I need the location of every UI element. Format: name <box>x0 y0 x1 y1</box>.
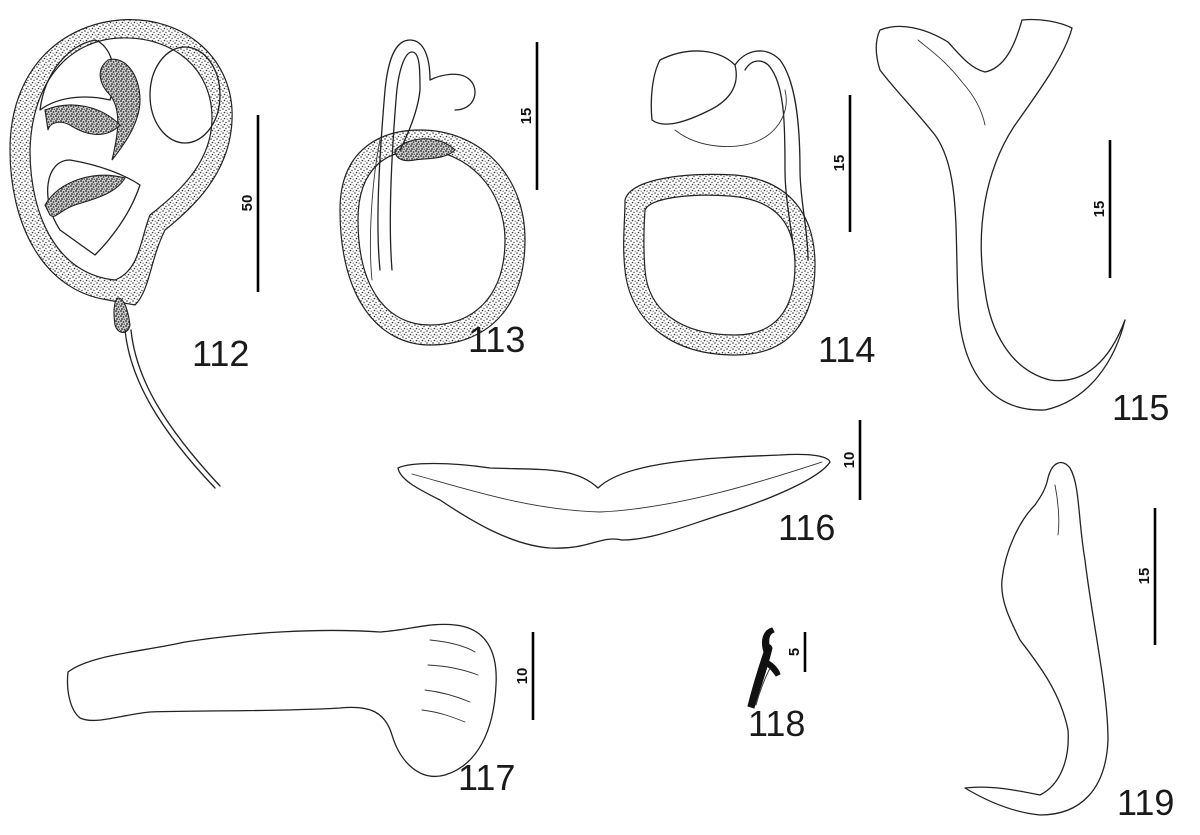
figure-116: 10 116 <box>397 420 862 549</box>
figure-114: 15 114 <box>623 50 875 370</box>
fig117-number: 117 <box>458 757 515 798</box>
fig113-accessory <box>394 138 456 162</box>
fig117-scale-label: 10 <box>514 668 531 685</box>
fig118-hooklet-shank <box>747 644 773 709</box>
fig112-chamber-b <box>47 159 141 256</box>
figure-119: 15 119 <box>964 461 1174 823</box>
fig118-scale-label: 5 <box>786 648 803 656</box>
figure-117: 10 117 <box>66 623 535 798</box>
fig114-tube-outer <box>734 50 809 261</box>
figure-113: 15 113 <box>339 39 539 360</box>
fig116-bar-inner-line <box>411 461 823 513</box>
fig118-hooklet-heel <box>763 659 781 677</box>
fig118-number: 118 <box>748 703 805 744</box>
fig113-tube-outer <box>377 39 476 271</box>
fig112-chamber-a <box>39 39 115 111</box>
fig117-stria-2 <box>427 664 479 676</box>
fig119-anchor-outline <box>964 461 1109 816</box>
fig118-hooklet-filament <box>755 667 771 706</box>
fig114-scale-label: 15 <box>831 155 848 172</box>
fig112-outer-shell <box>9 19 233 306</box>
fig117-bar-outline <box>66 623 497 777</box>
fig119-anchor-inner-line <box>1054 484 1060 536</box>
figure-115: 15 115 <box>875 18 1169 428</box>
fig116-bar-outline <box>397 453 831 549</box>
fig114-tube-inner <box>744 60 796 261</box>
fig115-scale-label: 15 <box>1091 201 1108 218</box>
fig112-basal-knob <box>113 297 131 334</box>
fig117-stria-1 <box>429 639 476 653</box>
fig113-scale-label: 15 <box>518 108 535 125</box>
figure-118: 5 118 <box>747 627 807 744</box>
fig119-number: 119 <box>1117 782 1174 823</box>
fig114-ring <box>623 173 816 356</box>
fig116-number: 116 <box>778 507 835 548</box>
fig113-ring <box>339 129 526 346</box>
figure-112: 50 112 <box>9 19 260 489</box>
fig112-accessory-left <box>44 104 121 135</box>
fig118-hooklet-hook <box>761 627 775 653</box>
fig116-scale-label: 10 <box>841 452 858 469</box>
fig115-number: 115 <box>1112 387 1169 428</box>
fig112-scale-label: 50 <box>239 195 256 212</box>
fig119-scale-label: 15 <box>1136 568 1153 585</box>
fig117-stria-4 <box>421 709 466 723</box>
fig113-tube-inner <box>389 51 421 271</box>
fig115-anchor-outline <box>875 18 1126 411</box>
fig114-number: 114 <box>818 329 875 370</box>
fig113-duct <box>369 139 381 281</box>
fig112-accessory-upper <box>99 58 141 161</box>
fig117-stria-3 <box>424 689 471 703</box>
fig112-round-chamber <box>149 46 221 144</box>
fig112-number: 112 <box>192 333 249 374</box>
fig114-sac <box>650 50 737 125</box>
fig112-accessory-lower <box>44 174 126 217</box>
fig113-number: 113 <box>468 319 525 360</box>
fig112-filament <box>124 329 221 489</box>
fig115-anchor-root-line <box>917 39 986 126</box>
fig114-duct <box>674 89 787 148</box>
